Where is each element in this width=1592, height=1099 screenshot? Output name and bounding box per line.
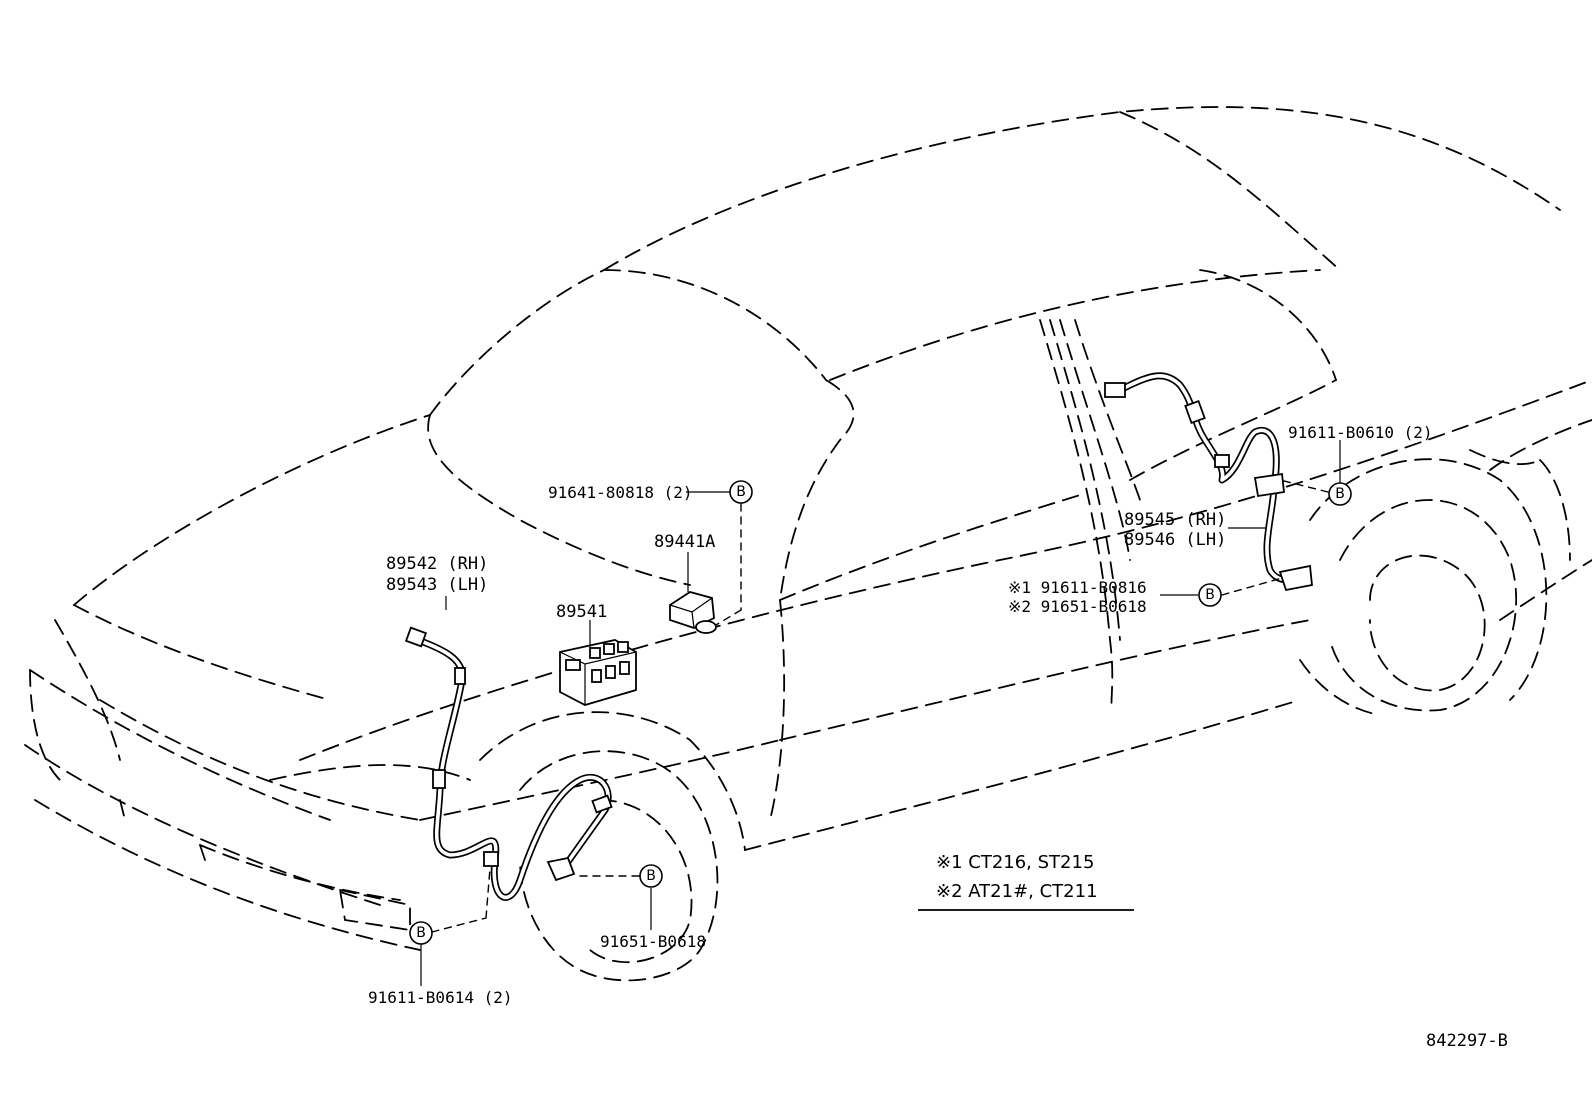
label-rear-bolt-1: ※1 91611-B0816 — [1008, 578, 1147, 597]
label-front-bolt-left: 91611-B0614 (2) — [368, 988, 513, 1007]
label-front-bolt-right: 91651-B0618 — [600, 932, 706, 951]
car-outline — [24, 106, 1592, 982]
abs-ecu — [669, 591, 717, 634]
svg-text:B: B — [646, 868, 656, 884]
svg-text:B: B — [1335, 486, 1345, 502]
diagram-id: 842297-B — [1426, 1031, 1508, 1051]
label-rear-bolt-top: 91611-B0610 (2) — [1288, 423, 1433, 442]
label-rear-bolt-2: ※2 91651-B0618 — [1008, 597, 1147, 616]
marker-b-top: B — [729, 480, 753, 504]
label-ecu-part: 89441A — [654, 532, 715, 552]
label-rear-sensor-lh: 89546 (LH) — [1124, 530, 1226, 550]
abs-actuator — [559, 639, 637, 706]
label-actuator-part: 89541 — [556, 602, 607, 622]
front-sensor-harness — [404, 626, 613, 901]
svg-text:B: B — [1205, 587, 1215, 603]
label-front-sensor-rh: 89542 (RH) — [386, 554, 488, 574]
svg-text:B: B — [416, 925, 426, 941]
marker-b-front-left: B — [409, 921, 433, 945]
marker-b-rear-top: B — [1328, 482, 1352, 506]
applicability-notes: ※1 CT216, ST215 ※2 AT21#, CT211 — [918, 852, 1134, 911]
label-front-sensor-lh: 89543 (LH) — [386, 575, 488, 595]
marker-b-front-right: B — [639, 864, 663, 888]
label-bolt-top: 91641-80818 (2) — [548, 483, 693, 502]
rear-sensor-harness — [1104, 372, 1313, 592]
note-2: ※2 AT21#, CT211 — [936, 881, 1098, 902]
svg-text:B: B — [736, 484, 746, 500]
marker-b-rear-mid: B — [1198, 583, 1222, 607]
note-1: ※1 CT216, ST215 — [936, 852, 1094, 873]
leader-lines — [420, 440, 1341, 986]
label-rear-sensor-rh: 89545 (RH) — [1124, 510, 1226, 530]
